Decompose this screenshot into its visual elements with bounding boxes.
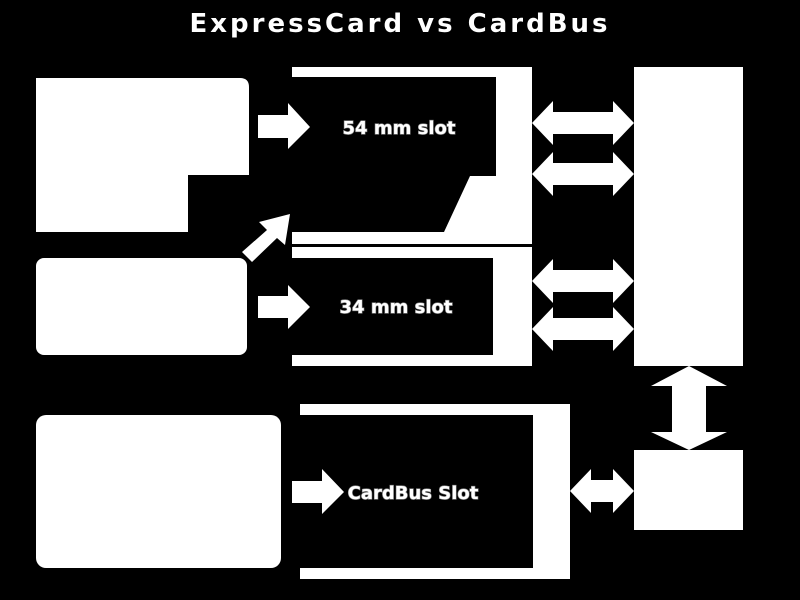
bidirectional-arrow-cardbus xyxy=(570,469,634,513)
slot-54-frame xyxy=(292,67,532,244)
bidirectional-arrow-34-a xyxy=(532,259,634,303)
slot-34-frame xyxy=(292,247,532,366)
expresscard-54-card xyxy=(36,78,249,232)
bidirectional-arrow-54-a xyxy=(532,101,634,145)
insert-arrow-54 xyxy=(258,103,310,149)
cardbus-host-interface xyxy=(634,450,743,530)
diagram-title: ExpressCard vs CardBus xyxy=(190,9,611,39)
bidirectional-arrow-34-b xyxy=(532,307,634,351)
expresscard-host-interface xyxy=(634,67,743,366)
diagonal-compat-arrow xyxy=(242,214,290,262)
cardbus-slot-label: CardBus Slot xyxy=(348,483,479,504)
slot-34-label: 34 mm slot xyxy=(340,297,453,318)
cardbus-slot-frame xyxy=(300,404,570,579)
cardbus-card xyxy=(36,415,281,568)
expresscard-34-card xyxy=(36,258,247,355)
slot-54-label: 54 mm slot xyxy=(343,118,456,139)
bidirectional-arrow-54-b xyxy=(532,152,634,196)
vertical-bidirectional-arrow xyxy=(651,366,727,450)
insert-arrow-cardbus xyxy=(292,469,344,514)
insert-arrow-34 xyxy=(258,285,310,329)
